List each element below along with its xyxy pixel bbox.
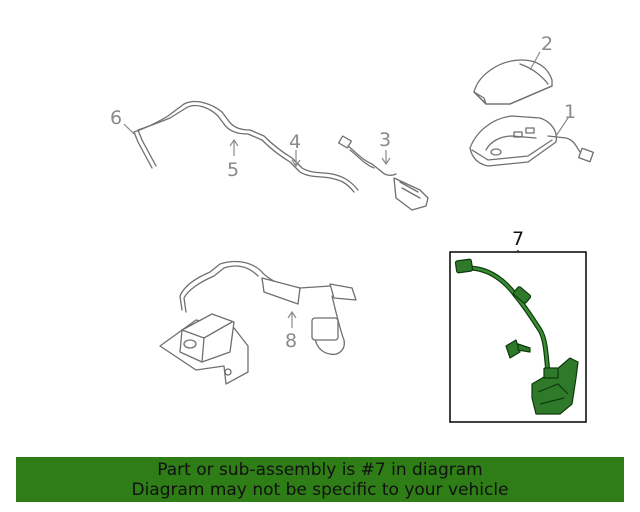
info-banner: Part or sub-assembly is #7 in diagram Di… (16, 457, 624, 502)
part-3-connector (338, 135, 429, 211)
callout-4: 4 (289, 131, 301, 153)
callout-1: 1 (564, 101, 576, 123)
leader-6 (123, 123, 135, 135)
banner-line-2: Diagram may not be specific to your vehi… (131, 480, 509, 500)
leader-2 (529, 51, 541, 71)
callout-5: 5 (227, 159, 239, 181)
part-1-antenna-base (469, 115, 594, 167)
part-8-module (159, 260, 357, 385)
callout-6: 6 (110, 107, 122, 129)
part-7-antenna-cable (454, 258, 579, 415)
banner-line-1: Part or sub-assembly is #7 in diagram (157, 460, 483, 480)
part-2-antenna-cover (473, 59, 553, 105)
part-6-cable (133, 100, 359, 193)
leader-1 (555, 117, 569, 137)
callout-2: 2 (541, 33, 553, 55)
callout-7: 7 (512, 228, 524, 250)
callout-8: 8 (285, 330, 297, 352)
callout-3: 3 (379, 129, 391, 151)
